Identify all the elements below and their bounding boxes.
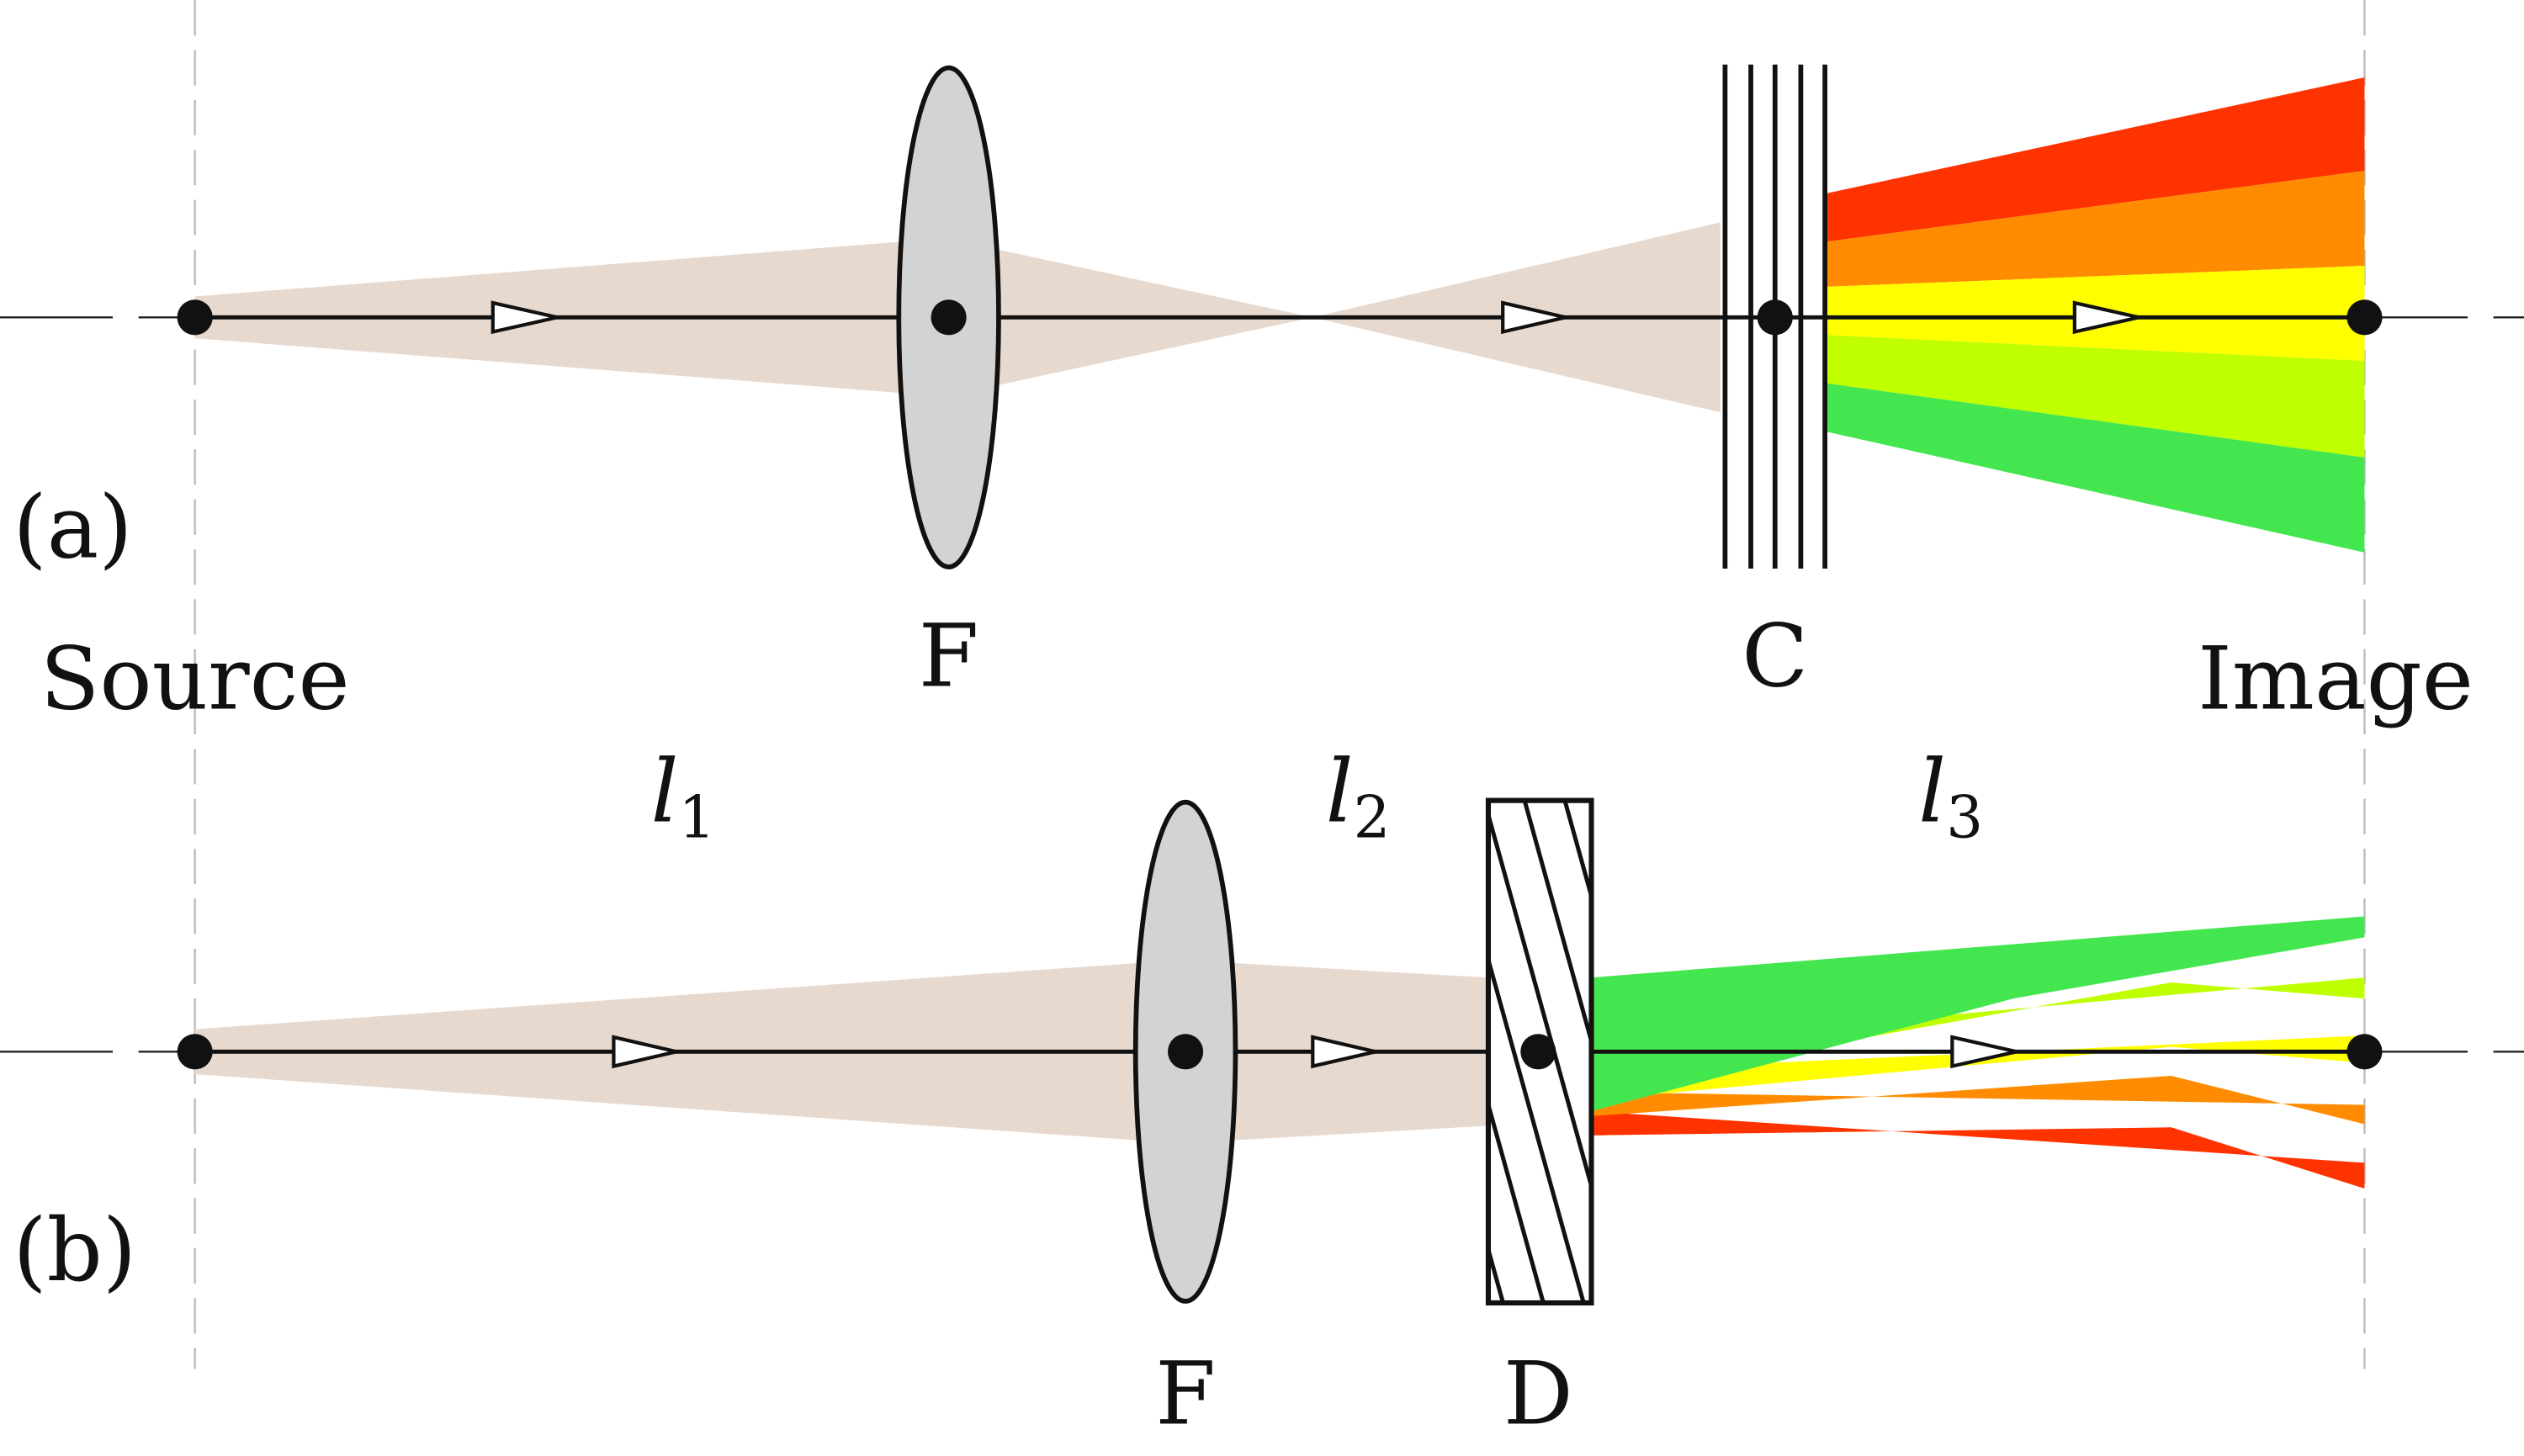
distance-l1-label: l1 [650, 742, 715, 852]
panel-a: (a) Source F C Image [0, 64, 2524, 730]
lens-center-point-b [1168, 1034, 1204, 1070]
panel-a-tag: (a) [13, 478, 132, 579]
image-label: Image [2198, 629, 2474, 730]
direction-arrow-icon [490, 300, 558, 335]
direction-arrow-icon [1311, 1035, 1376, 1069]
lens-b-label: F [1155, 1344, 1216, 1445]
grating-center-point [1757, 299, 1793, 336]
distance-l3-label: l3 [1918, 742, 1983, 852]
spectrum-a-green [1827, 383, 2365, 553]
spectrum-b-yellow-green [1591, 977, 2365, 1088]
source-label: Source [40, 629, 350, 730]
lens-a-label: F [919, 606, 979, 707]
source-point-b [177, 1034, 213, 1070]
image-point-a [2346, 299, 2383, 336]
direction-arrow-icon [612, 1035, 677, 1069]
image-point-b [2346, 1034, 2383, 1070]
distance-l2-label: l2 [1326, 742, 1391, 852]
spectrum-b-orange [1591, 1076, 2365, 1125]
spectrum-b-green [1591, 916, 2365, 1112]
spectrum-a-red [1827, 77, 2365, 242]
spectrum-b-red [1591, 1111, 2365, 1189]
element-d [1485, 797, 1594, 1306]
direction-arrow-icon [1501, 300, 1567, 335]
grating-label: C [1742, 606, 1808, 707]
direction-arrow-icon [1950, 1035, 2018, 1069]
panel-b: (b) F D [0, 797, 2524, 1445]
element-d-label: D [1503, 1344, 1573, 1445]
spectrum-a-orange [1827, 171, 2365, 287]
panel-b-tag: (b) [13, 1200, 136, 1301]
grating-c [1722, 64, 1827, 569]
lens-center-point-a [931, 299, 967, 336]
spectrum-a-yellow-green [1827, 335, 2365, 458]
element-d-center-point [1520, 1034, 1556, 1070]
source-point-a [177, 299, 213, 336]
direction-arrow-icon [2072, 300, 2140, 335]
